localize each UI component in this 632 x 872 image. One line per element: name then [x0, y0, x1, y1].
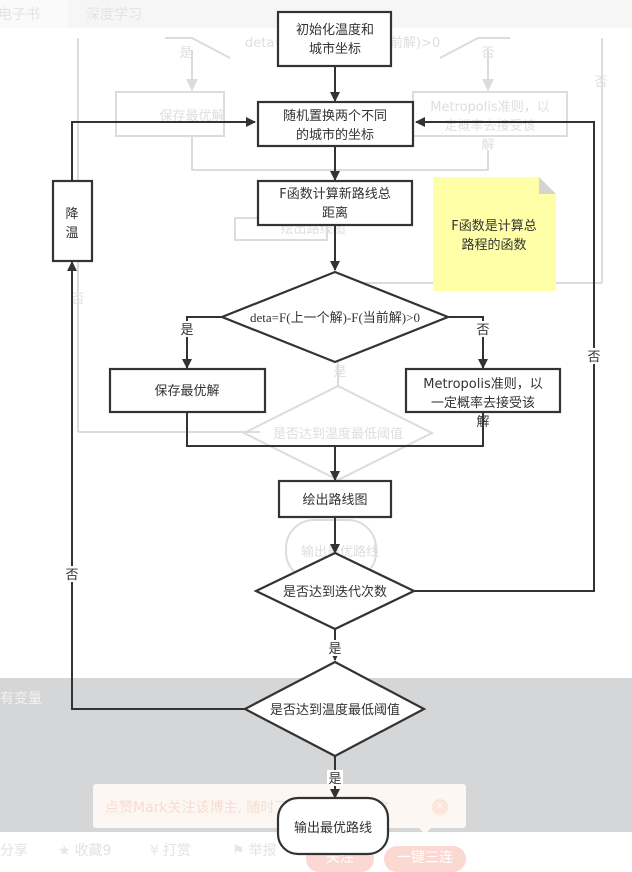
- node-cond-delta: deta=F(上一个解)-F(当前解)>0: [219, 270, 451, 364]
- cooling-line: 降: [65, 207, 78, 222]
- report-button[interactable]: ⚑举报: [232, 840, 277, 860]
- node-swap: 随机置换两个不同的城市的坐标: [256, 100, 415, 148]
- edge-cooling-swap: [71, 117, 256, 180]
- cond-delta-text: deta=F(上一个解)-F(当前解)>0: [250, 310, 420, 325]
- tip-label: 打赏: [162, 843, 191, 859]
- cond-temp-text: 是否达到温度最低阈值: [270, 702, 400, 718]
- calc-line: 距离: [322, 205, 348, 221]
- sticky-note: F函数是计算总路程的函数: [433, 177, 556, 291]
- share-button[interactable]: 分享: [0, 840, 28, 860]
- edge-delta-no: [448, 316, 488, 369]
- edge-label-yes-temp: 是: [328, 772, 341, 787]
- report-label: 举报: [248, 843, 277, 859]
- tab-deep-learning[interactable]: 深度学习: [86, 7, 142, 23]
- edge-label-no-temp: 否: [65, 568, 78, 583]
- init-text: 初始化温度和城市坐标: [296, 22, 374, 57]
- favorite-label: 收藏9: [74, 843, 112, 859]
- ghost-yes-label-mid: 是: [333, 365, 346, 380]
- note-text: F函数是计算总路程的函数: [451, 219, 536, 253]
- output-text: 输出最优路线: [294, 820, 372, 836]
- cooling-line: 温: [65, 226, 78, 241]
- node-metropolis: Metropolis准则，以一定概率去接受该解: [404, 367, 562, 430]
- ghost-save-best: 保存最优解: [159, 109, 224, 124]
- yen-coin-icon: ¥: [150, 843, 159, 859]
- ghost-no-label-right: 否: [594, 75, 607, 90]
- favorite-button[interactable]: ★收藏9: [58, 840, 111, 860]
- close-icon[interactable]: ×: [432, 799, 448, 815]
- metropolis-line: 解: [476, 415, 489, 430]
- save-best-text: 保存最优解: [154, 384, 219, 399]
- node-init: 初始化温度和城市坐标: [276, 10, 393, 68]
- ghost-no-label: 否: [481, 46, 494, 61]
- flag-icon: ⚑: [232, 843, 245, 859]
- edge-delta-yes: [182, 316, 222, 369]
- node-calc: F函数计算新路线总距离: [256, 179, 414, 227]
- star-icon: ★: [58, 843, 71, 859]
- ghost-no-label-left: 否: [71, 292, 84, 307]
- note-line: 路程的函数: [461, 237, 526, 253]
- tip-button[interactable]: ¥打赏: [150, 840, 191, 860]
- share-label: 分享: [0, 843, 28, 859]
- ghost-output: 输出最优路线: [301, 544, 379, 560]
- edge-label-no-iter: 否: [587, 350, 600, 365]
- metropolis-line: Metropolis准则，以: [423, 377, 543, 392]
- draw-text: 绘出路线图: [302, 492, 367, 508]
- edge-label-yes-1: 是: [180, 323, 193, 338]
- overlay-text: 有变量: [0, 691, 42, 707]
- tab-ebook[interactable]: 电子书: [0, 7, 40, 23]
- node-output: 输出最优路线: [276, 796, 390, 856]
- metropolis-text: Metropolis准则，以一定概率去接受该解: [423, 377, 543, 430]
- swap-line: 随机置换两个不同: [283, 109, 387, 124]
- node-cooling: 降温: [51, 179, 94, 263]
- calc-text: F函数计算新路线总距离: [279, 186, 390, 221]
- edge-temp-no: [67, 261, 245, 710]
- ghost-yes-label: 是: [179, 46, 192, 61]
- edge-label-no-1: 否: [476, 323, 489, 338]
- ghost-metropolis-2: 定概率去接受该: [444, 118, 535, 134]
- ghost-metropolis-1: Metropolis准则，以: [430, 100, 550, 115]
- cooling-text: 降温: [65, 207, 78, 241]
- cond-iter-text: 是否达到迭代次数: [283, 584, 387, 600]
- node-cond-temp: 是否达到温度最低阈值: [242, 660, 427, 758]
- swap-line: 的城市的坐标: [296, 127, 374, 143]
- node-cond-iter: 是否达到迭代次数: [253, 551, 417, 631]
- init-line: 城市坐标: [309, 41, 361, 57]
- ghost-metropolis-3: 解: [481, 138, 494, 153]
- note-line: F函数是计算总: [451, 219, 536, 234]
- toast-tail: [419, 828, 431, 834]
- node-draw: 绘出路线图: [277, 479, 393, 519]
- calc-line: F函数计算新路线总: [279, 186, 390, 202]
- ghost-text-delta-right: 前解)>0: [390, 35, 440, 51]
- metropolis-line: 一定概率去接受该: [431, 395, 535, 411]
- swap-text: 随机置换两个不同的城市的坐标: [283, 109, 387, 143]
- node-save-best: 保存最优解: [108, 367, 267, 414]
- edge-label-yes-iter: 是: [328, 642, 341, 657]
- ghost-cond-temp: 是否达到温度最低阈值: [273, 426, 403, 442]
- ghost-text-delta-left: deta=: [245, 36, 285, 51]
- init-line: 初始化温度和: [296, 22, 374, 38]
